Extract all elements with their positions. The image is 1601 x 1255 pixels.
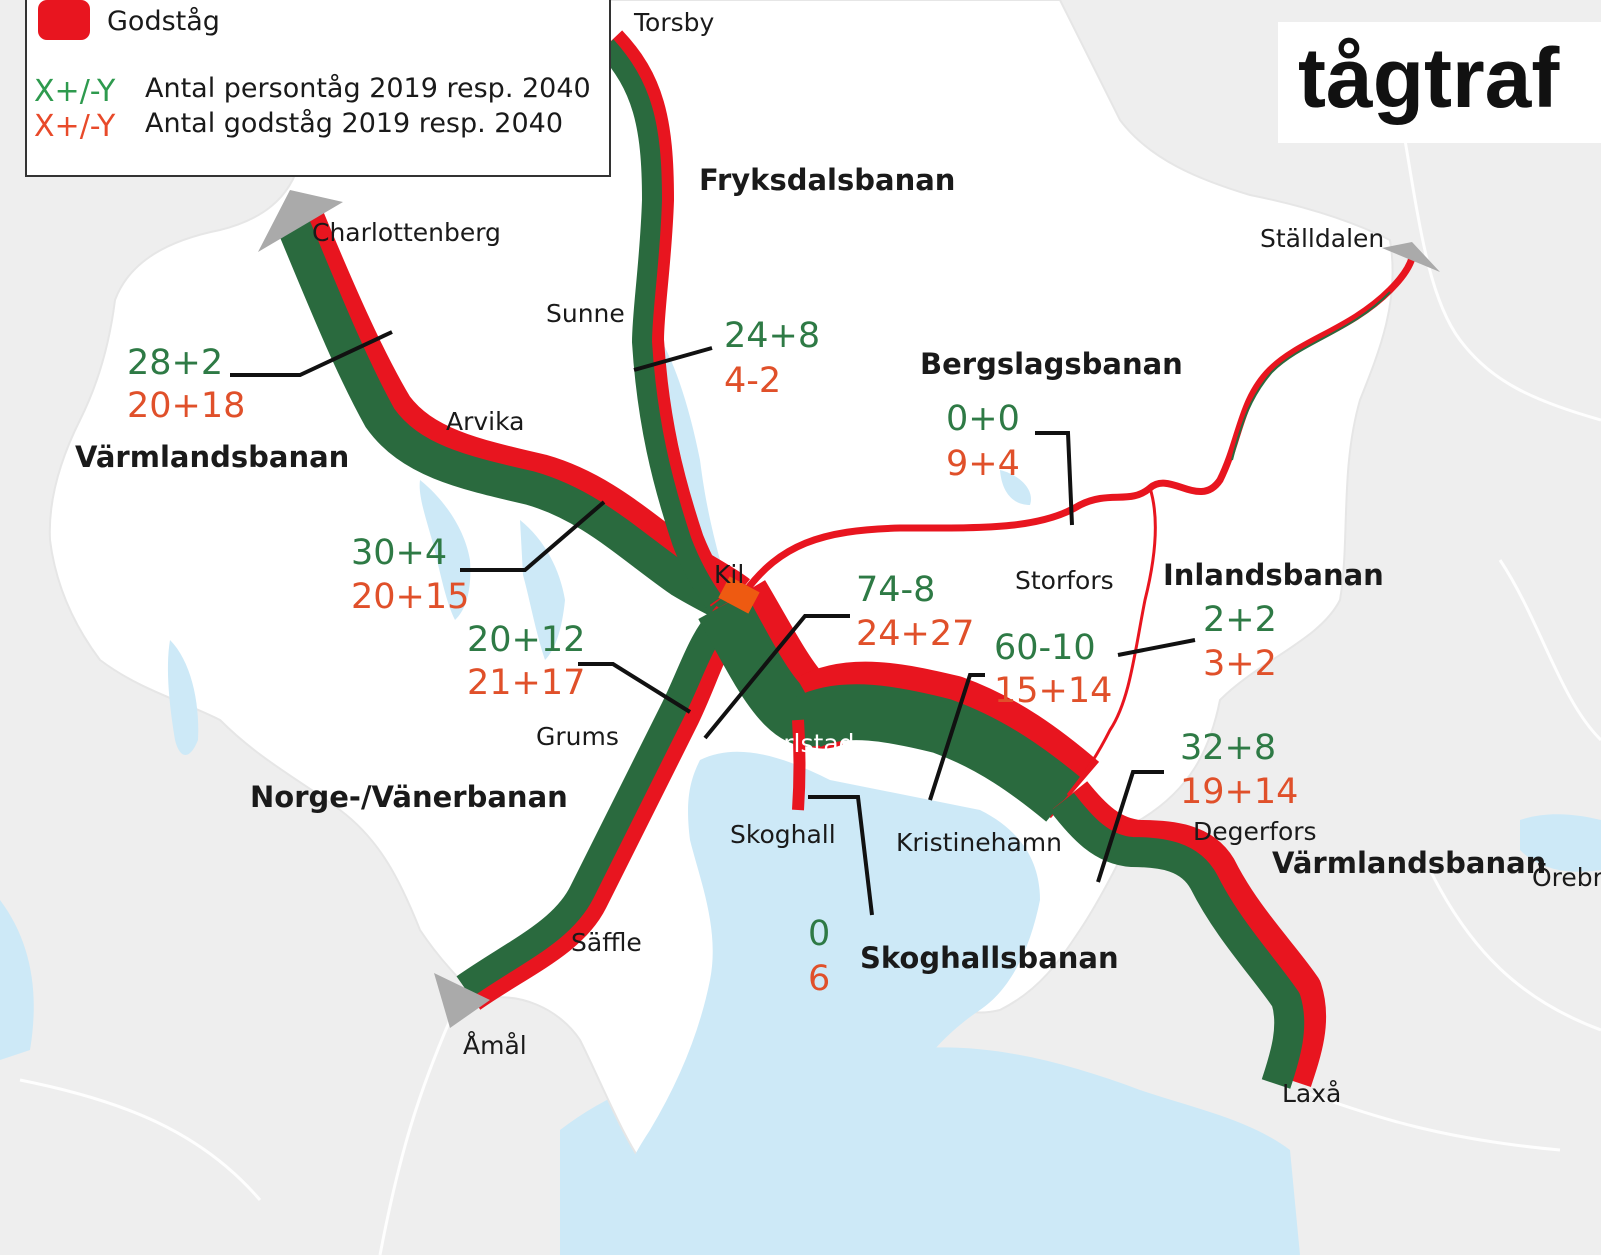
line-bergslag-persontag <box>1231 291 1391 461</box>
count-inlands-godstag: 3+2 <box>1203 644 1277 684</box>
count-kil-karlstad-godstag: 24+27 <box>856 614 974 654</box>
count-skoghall-persontag: 0 <box>808 914 830 954</box>
legend-key-red: X+/-Y <box>34 109 116 144</box>
line-norge-vaner-persontag <box>456 613 729 998</box>
legend-godstag-text: Antal godståg 2019 resp. 2040 <box>145 108 563 139</box>
rail-lines <box>276 30 1416 1089</box>
count-karlstad-kristinehamn-godstag: 15+14 <box>994 671 1112 711</box>
town-labels: Torsby Charlottenberg Sunne Arvika Kil G… <box>312 8 1601 1108</box>
label-varmlandsbanan-west: Värmlandsbanan <box>75 440 349 474</box>
count-skoghall-godstag: 6 <box>808 959 830 999</box>
line-bergslag-godstag <box>742 256 1416 595</box>
town-stalldalen: Ställdalen <box>1260 224 1384 253</box>
legend-key-green: X+/-Y <box>34 74 116 109</box>
line-fryksdal-persontag <box>598 39 723 608</box>
town-skoghall: Skoghall <box>730 820 836 849</box>
legend: Godståg X+/-Y Antal persontåg 2019 resp.… <box>25 0 611 177</box>
town-laxa: Laxå <box>1282 1079 1341 1108</box>
label-inlandsbanan: Inlandsbanan <box>1163 558 1384 592</box>
town-karlstad: Karlstad <box>752 729 855 758</box>
count-varmland-west-godstag: 20+18 <box>127 386 245 426</box>
traffic-counts: 28+2 20+18 24+8 4-2 0+0 9+4 30+4 20+15 7… <box>127 316 1298 999</box>
town-arvika: Arvika <box>446 407 524 436</box>
page-title: tågtraf <box>1298 31 1560 125</box>
count-varmland-west-persontag: 28+2 <box>127 343 223 383</box>
town-grums: Grums <box>536 722 619 751</box>
arrow-amal <box>434 973 490 1028</box>
line-skoghall-godstag <box>792 719 806 811</box>
count-kristinehamn-degerfors-persontag: 32+8 <box>1180 728 1276 768</box>
arrow-stalldalen <box>1382 242 1440 272</box>
count-norge-vaner-godstag: 21+17 <box>467 663 585 703</box>
count-karlstad-kristinehamn-persontag: 60-10 <box>994 628 1096 668</box>
leader-lines <box>230 330 1196 916</box>
arrow-charlottenberg <box>258 190 343 252</box>
line-kristinehamn-laxa-persontag <box>1050 792 1305 1089</box>
border-arrows <box>258 190 1440 1028</box>
town-sunne: Sunne <box>546 299 625 328</box>
count-bergslag-persontag: 0+0 <box>946 399 1020 439</box>
label-fryksdalsbanan: Fryksdalsbanan <box>699 163 955 197</box>
town-charlottenberg: Charlottenberg <box>312 218 501 247</box>
line-kil-karlstad-persontag <box>698 593 827 747</box>
lakes-small <box>167 330 1031 755</box>
town-kil: Kil <box>714 560 744 589</box>
lake-vanern <box>600 751 1040 1255</box>
line-inlands-godstag <box>1066 487 1157 796</box>
town-amal: Åmål <box>463 1031 527 1060</box>
label-norge-vanerbanan: Norge-/Vänerbanan <box>250 780 568 814</box>
line-name-labels: Fryksdalsbanan Bergslagsbanan Värmlandsb… <box>75 163 1546 975</box>
count-inlands-persontag: 2+2 <box>1203 600 1277 640</box>
label-varmlandsbanan-east: Värmlandsbanan <box>1272 846 1546 880</box>
line-varmland-west-persontag <box>276 215 736 622</box>
background-roads <box>19 139 1601 1255</box>
kil-junction-marker <box>718 576 760 614</box>
title-box: tågtraf <box>1278 22 1601 143</box>
town-degerfors: Degerfors <box>1193 817 1317 846</box>
count-fryksdal-godstag: 4-2 <box>724 361 781 401</box>
town-saffle: Säffle <box>571 928 642 957</box>
town-torsby: Torsby <box>633 8 714 37</box>
count-arvika-kil-godstag: 20+15 <box>351 577 469 617</box>
count-kristinehamn-degerfors-godstag: 19+14 <box>1180 772 1298 812</box>
label-bergslagsbanan: Bergslagsbanan <box>920 347 1183 381</box>
label-skoghallsbanan: Skoghallsbanan <box>860 941 1119 975</box>
legend-persontag-text: Antal persontåg 2019 resp. 2040 <box>145 73 591 104</box>
count-bergslag-godstag: 9+4 <box>946 444 1020 484</box>
count-norge-vaner-persontag: 20+12 <box>467 620 585 660</box>
town-storfors: Storfors <box>1015 566 1114 595</box>
count-kil-karlstad-persontag: 74-8 <box>856 570 935 610</box>
town-orebro: Örebro <box>1532 863 1601 892</box>
count-fryksdal-persontag: 24+8 <box>724 316 820 356</box>
legend-godstag-label: Godståg <box>107 6 220 37</box>
town-kristinehamn: Kristinehamn <box>896 828 1062 857</box>
count-arvika-kil-persontag: 30+4 <box>351 533 447 573</box>
legend-godstag-swatch <box>38 0 90 40</box>
legend-box <box>25 0 611 177</box>
line-karlstad-kristinehamn-persontag <box>795 684 1082 822</box>
